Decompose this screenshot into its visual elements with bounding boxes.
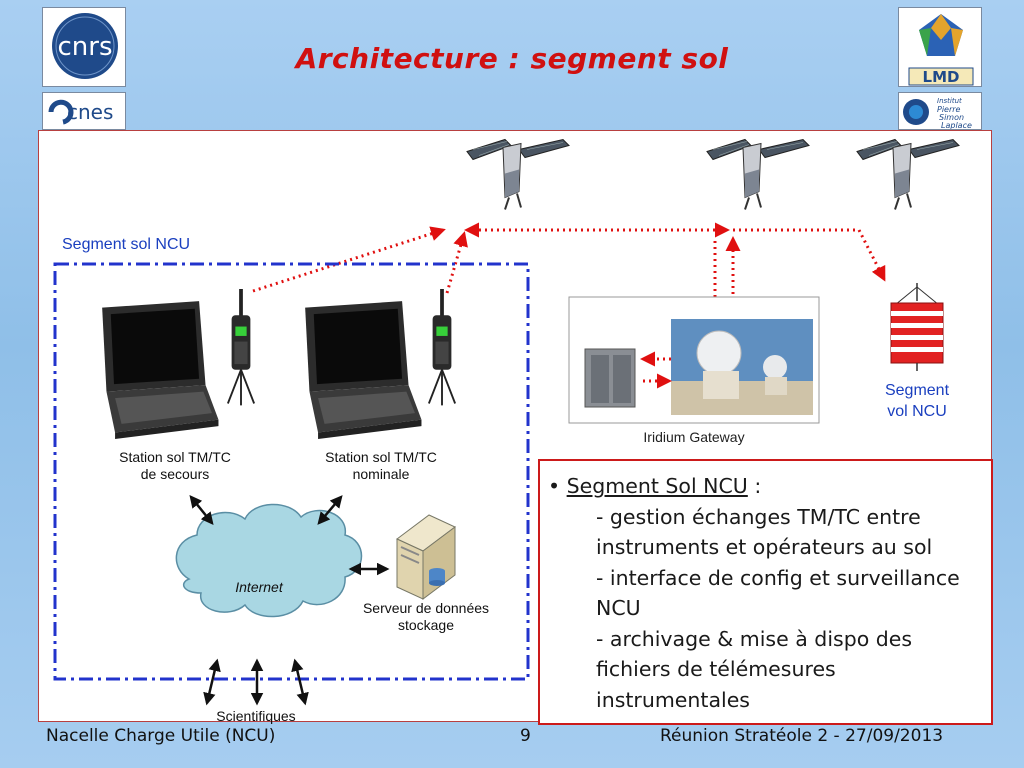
iridium-phone-nominale-icon (427, 289, 457, 407)
cnes-logo-text: cnes (67, 100, 113, 124)
station-nominale-line1: Station sol TM/TC (325, 449, 437, 465)
station-nominale-label: Station sol TM/TC nominale (295, 449, 467, 483)
laptop-nominale-icon (305, 301, 422, 439)
notes-box: • Segment Sol NCU : - gestion échanges T… (538, 459, 993, 725)
notes-bullet: • (548, 474, 561, 498)
station-nominale-line2: nominale (352, 466, 410, 482)
footer-right: Réunion Stratéole 2 - 27/09/2013 (660, 726, 944, 746)
segment-sol-box (53, 262, 530, 681)
laptop-secours-icon (102, 301, 219, 439)
arrow-scientifiques-1 (203, 658, 221, 706)
segment-sol-label: Segment sol NCU (62, 236, 191, 253)
notes-item: - interface de config et surveillance NC… (596, 565, 960, 621)
notes-heading-suffix: : (747, 474, 762, 498)
internet-label: Internet (235, 579, 283, 595)
arrow-secours-internet (189, 495, 214, 525)
scientifiques-label: Scientifiques (216, 708, 296, 724)
satellite-3-icon (855, 138, 961, 211)
server-rack-icon (584, 348, 636, 408)
satellite-1-icon (465, 138, 571, 211)
station-secours-label: Station sol TM/TC de secours (89, 449, 261, 483)
segment-vol-line1: Segment (884, 382, 950, 399)
notes-heading: • Segment Sol NCU : (548, 471, 991, 502)
data-server-icon (396, 514, 456, 600)
satellite-2-icon (705, 138, 811, 211)
notes-item: - gestion échanges TM/TC entre instrumen… (596, 504, 933, 560)
notes-item: - archivage & mise à dispo des fichiers … (596, 626, 913, 712)
segment-vol-label: Segment vol NCU (867, 380, 967, 422)
footer-left: Nacelle Charge Utile (NCU) (46, 726, 276, 746)
cnrs-logo: cnrs (42, 7, 126, 87)
link-secours-sat (252, 226, 446, 293)
link-nominale-sat (445, 231, 468, 294)
serveur-label: Serveur de données stockage (345, 600, 507, 634)
footer-page-number: 9 (520, 726, 531, 746)
iridium-gateway-label: Iridium Gateway (643, 429, 745, 445)
ipsl-text-1: Institut (937, 97, 962, 105)
internet-cloud (175, 503, 363, 618)
gateway-photo (671, 319, 813, 415)
lmd-logo: LMD (898, 7, 982, 87)
serveur-line1: Serveur de données (362, 600, 490, 616)
arrow-scientifiques-3 (291, 658, 309, 706)
notes-heading-text: Segment Sol NCU (566, 474, 748, 498)
cnrs-logo-text: cnrs (57, 32, 112, 62)
cnes-logo: cnes (42, 92, 126, 130)
slide-title: Architecture : segment sol (295, 42, 729, 75)
serveur-line2: stockage (397, 617, 455, 633)
ipsl-text-2: Pierre (937, 105, 961, 114)
station-secours-line2: de secours (140, 466, 210, 482)
diagram-svg (53, 138, 961, 706)
segment-vol-line2: vol NCU (887, 403, 947, 420)
ipsl-logo: Institut Pierre Simon Laplace (898, 92, 982, 130)
arrow-nominale-internet (317, 495, 343, 525)
station-secours-line1: Station sol TM/TC (119, 449, 231, 465)
segment-vol-icon (890, 283, 944, 371)
iridium-phone-secours-icon (226, 289, 256, 407)
ipsl-text-3: Simon (939, 113, 964, 122)
lmd-logo-text: LMD (923, 68, 960, 86)
ipsl-text-4: Laplace (941, 121, 972, 130)
link-sat2-segment-vol (733, 228, 886, 282)
